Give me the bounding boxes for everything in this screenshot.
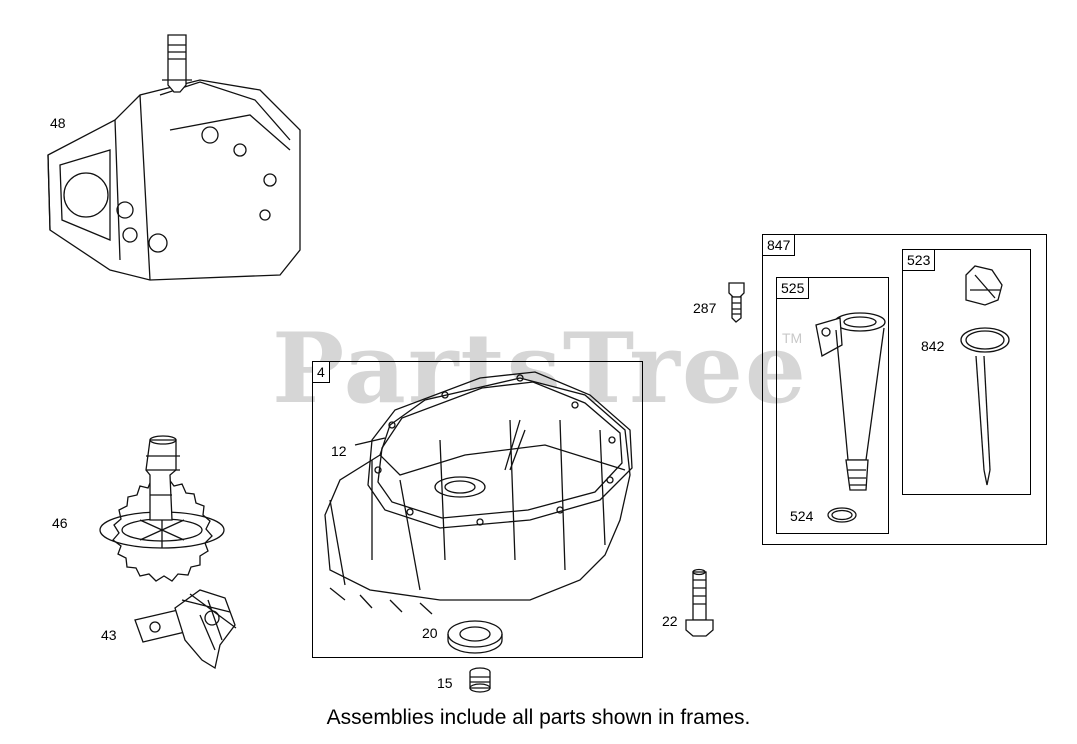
callout-12[interactable]: 12: [331, 443, 347, 459]
callout-22[interactable]: 22: [662, 613, 678, 629]
callout-48[interactable]: 48: [50, 115, 66, 131]
sump-assembly-icon[interactable]: [324, 377, 631, 615]
frame-4: 4: [312, 361, 643, 658]
callout-524[interactable]: 524: [790, 508, 814, 524]
diagram-caption: Assemblies include all parts shown in fr…: [326, 706, 751, 729]
dipstick-icon[interactable]: [965, 265, 1003, 486]
cylinder-crankcase-icon[interactable]: [47, 34, 301, 281]
callout-15[interactable]: 15: [437, 675, 453, 691]
oil-seal-icon[interactable]: [447, 620, 503, 654]
frame-847-label: 847: [762, 234, 796, 256]
frame-4-label: 4: [312, 361, 330, 383]
frame-523: 523: [902, 249, 1031, 495]
callout-46[interactable]: 46: [52, 515, 68, 531]
o-ring-icon[interactable]: [960, 327, 1010, 353]
callout-842[interactable]: 842: [921, 338, 945, 354]
sump-gasket-icon[interactable]: [354, 371, 633, 529]
frame-523-label: 523: [902, 249, 936, 271]
dipstick-tube-icon[interactable]: [815, 312, 886, 491]
frame-847: 847: [762, 234, 1047, 545]
frame-525: 525: [776, 277, 889, 534]
frame-525-label: 525: [776, 277, 810, 299]
callout-287[interactable]: 287: [693, 300, 717, 316]
screw-icon[interactable]: [685, 568, 714, 637]
drain-plug-icon[interactable]: [469, 667, 491, 693]
callout-20[interactable]: 20: [422, 625, 438, 641]
trademark-mark: TM: [782, 330, 803, 346]
callout-43[interactable]: 43: [101, 627, 117, 643]
o-ring-icon[interactable]: [827, 507, 857, 523]
camshaft-gear-icon[interactable]: [99, 435, 225, 582]
governor-assembly-icon[interactable]: [134, 589, 237, 670]
screw-icon[interactable]: [728, 282, 745, 323]
